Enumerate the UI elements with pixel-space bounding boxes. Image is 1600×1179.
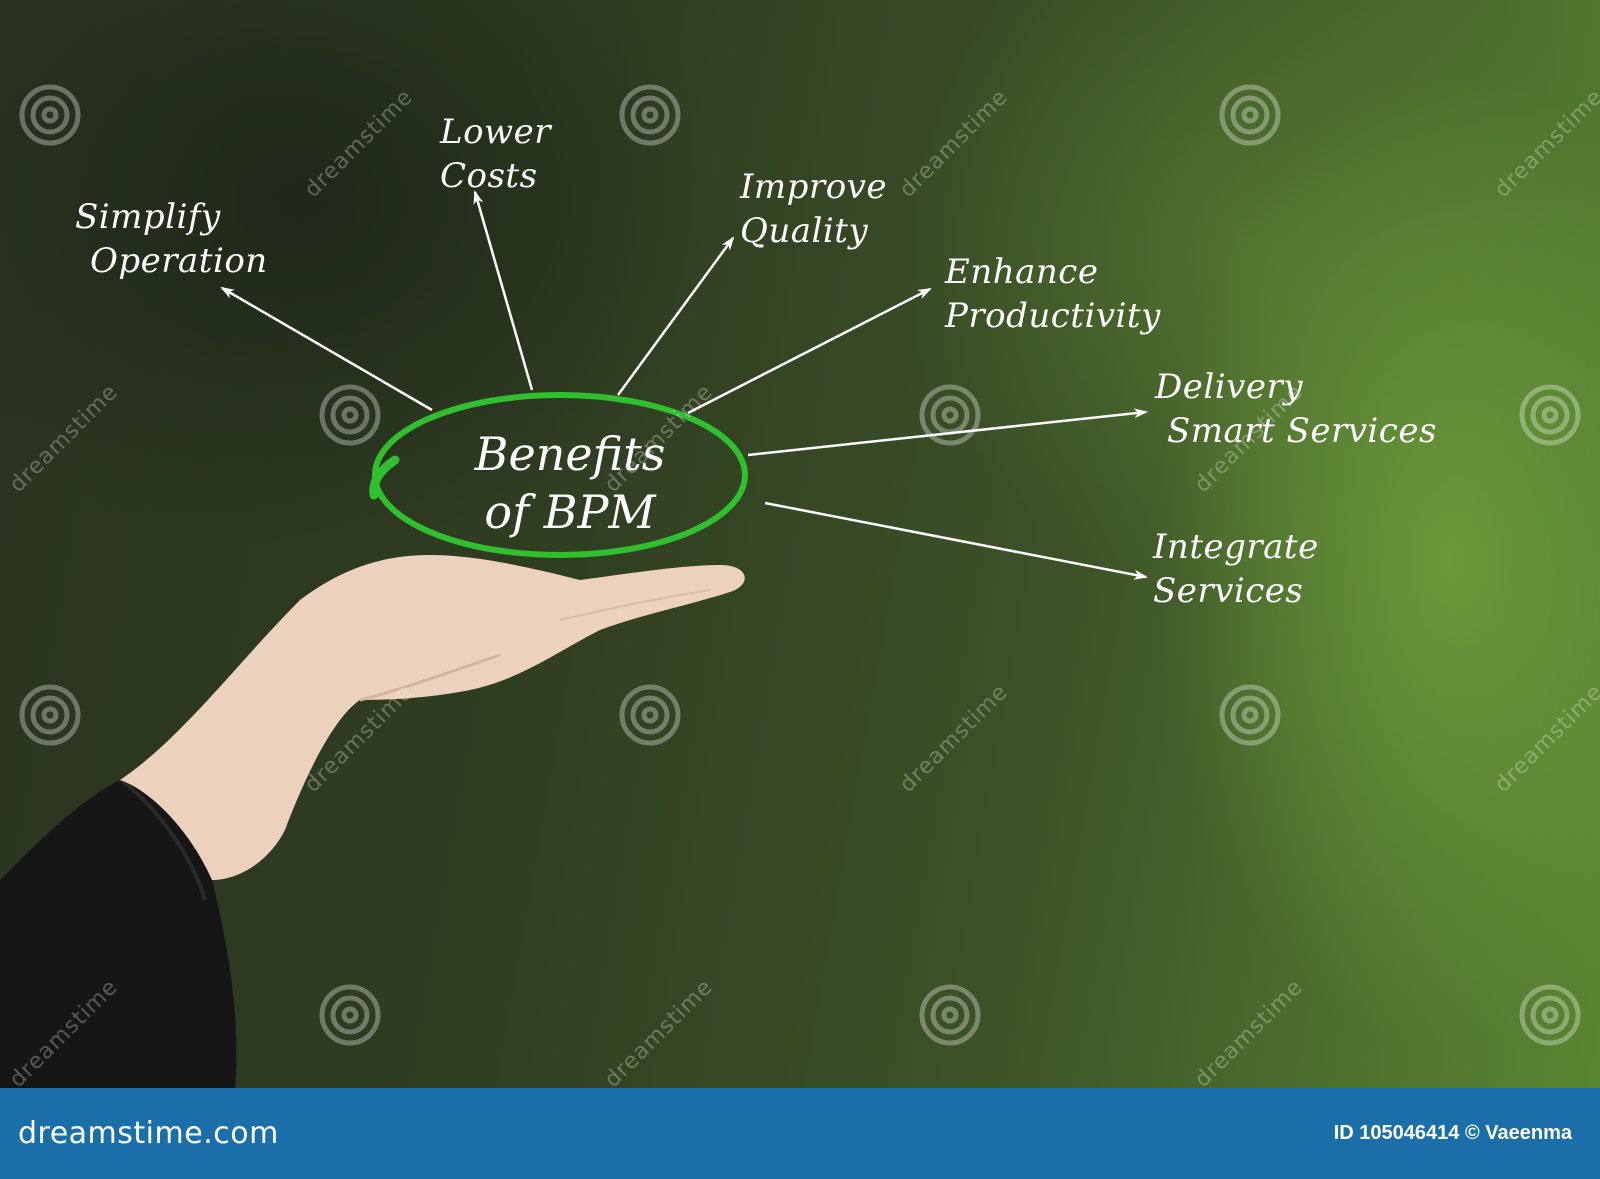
benefit-enhance-productivity: Enhance Productivity [945, 250, 1161, 338]
benefit-line2: Costs [440, 156, 538, 196]
benefit-improve-quality: Improve Quality [740, 165, 887, 253]
arrow-delivery-smart-services [747, 408, 1148, 457]
arrow-simplify-operation [220, 286, 433, 412]
benefit-line1: Integrate [1153, 527, 1319, 567]
footer-logo[interactable]: dreamstime.com [18, 1116, 279, 1151]
footer-image-id: ID 105046414 © Vaeenma [1333, 1122, 1572, 1144]
benefit-line1: Simplify [75, 197, 221, 237]
benefit-line2: Operation [90, 241, 268, 281]
benefit-delivery-smart-services: Delivery Smart Services [1155, 365, 1437, 453]
sleeve-fold [118, 778, 207, 901]
center-title: Benefits of BPM [420, 425, 720, 541]
arrow-integrate-services [764, 501, 1148, 580]
arrow-lower-costs [473, 190, 534, 391]
benefit-line2: Productivity [945, 296, 1161, 336]
hand-shape [120, 555, 745, 880]
arrow-enhance-productivity [687, 287, 932, 415]
benefit-integrate-services: Integrate Services [1153, 525, 1319, 613]
benefit-line2: Services [1153, 571, 1304, 611]
hand-finger-shade [559, 589, 711, 621]
diagram-graphics [0, 190, 1148, 1088]
hand-illustration [0, 555, 745, 1088]
center-title-line2: of BPM [484, 485, 656, 539]
center-title-line1: Benefits [474, 427, 666, 481]
hand-palm-shade [359, 653, 501, 702]
benefit-line1: Enhance [945, 252, 1099, 292]
sleeve [0, 780, 237, 1088]
benefit-line1: Improve [740, 167, 887, 207]
stock-photo-scene: dreamstime dreamstime dreamstime dreamst… [0, 0, 1600, 1088]
benefit-lower-costs: Lower Costs [440, 110, 551, 198]
benefit-line2: Quality [740, 211, 869, 251]
center-ring [369, 392, 748, 558]
benefit-line1: Lower [440, 112, 552, 152]
arrow-improve-quality [616, 236, 735, 396]
benefit-line1: Delivery [1155, 367, 1303, 407]
footer-bar: dreamstime.com ID 105046414 © Vaeenma [0, 1088, 1600, 1179]
benefit-simplify-operation: Simplify Operation [75, 195, 268, 283]
benefit-line2: Smart Services [1167, 411, 1437, 451]
